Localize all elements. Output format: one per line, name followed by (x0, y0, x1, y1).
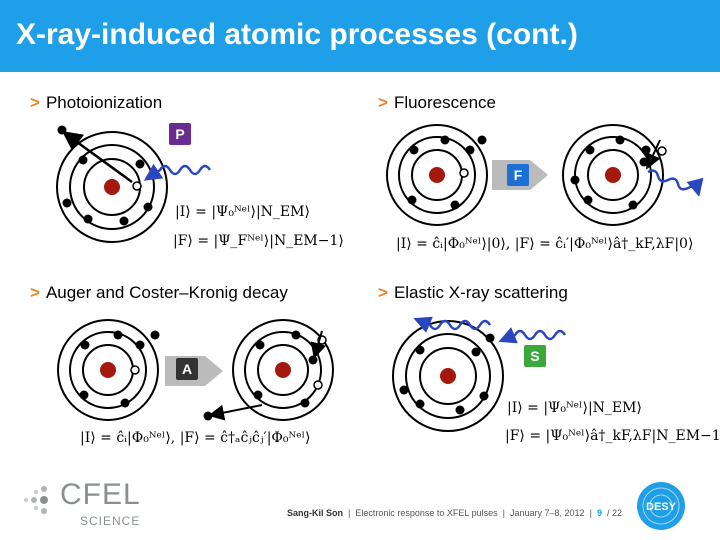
atom-auger-final (203, 319, 334, 421)
atom-fluorescence-final (562, 124, 704, 226)
cfel-logo-text: CFEL (60, 478, 141, 511)
bullet-marker: > (378, 93, 388, 112)
title-bar: X-ray-induced atomic processes (cont.) (0, 0, 720, 72)
eq-auger: |I⟩ = ĉᵢ|Φ₀ᴺᵉˡ⟩, |F⟩ = ĉ†ₐĉⱼĉⱼ′|Φ₀ᴺᵉˡ⟩ (80, 430, 311, 446)
footer-sep: | (502, 508, 505, 518)
cfel-science-text: SCIENCE (80, 514, 141, 528)
heading-elastic-label: Elastic X-ray scattering (393, 283, 568, 302)
atom-photoionization (56, 125, 212, 243)
heading-elastic: > Elastic X-ray scattering (378, 283, 568, 303)
vacancy-hole (132, 181, 142, 191)
heading-fluorescence-label: Fluorescence (393, 93, 496, 112)
badge-fluorescence: F (507, 164, 529, 186)
heading-fluorescence: > Fluorescence (378, 93, 496, 113)
eq-elastic-initial: |I⟩ = |Ψ₀ᴺᵉˡ⟩|N_EM⟩ (507, 400, 642, 416)
eq-fluorescence: |I⟩ = ĉᵢ|Φ₀ᴺᵉˡ⟩|0⟩, |F⟩ = ĉᵢ′|Φ₀ᴺᵉˡ⟩â†_k… (396, 236, 694, 252)
footer-date: January 7–8, 2012 (510, 508, 585, 518)
ejected-electron-arrow (61, 131, 133, 184)
desy-logo-text: DESY (646, 501, 677, 513)
footer-talk: Electronic response to XFEL pulses (355, 508, 498, 518)
footer-page: 9 (596, 508, 602, 518)
footer-sep: | (348, 508, 351, 518)
badge-elastic: S (524, 345, 546, 367)
atom-fluorescence-initial (386, 124, 488, 226)
badge-auger: A (176, 358, 198, 380)
incoming-photon-wave (498, 327, 567, 344)
atom-elastic (392, 316, 567, 432)
heading-auger-label: Auger and Coster–Kronig decay (45, 283, 288, 302)
footer-author: Sang-Kil Son (287, 508, 343, 518)
nucleus (104, 179, 120, 195)
heading-photoionization-label: Photoionization (45, 93, 163, 112)
eq-photoionization-initial: |I⟩ = |Ψ₀ᴺᵉˡ⟩|N_EM⟩ (175, 204, 310, 220)
footer: Sang-Kil Son | Electronic response to XF… (287, 508, 622, 518)
desy-logo-icon: DESY (637, 482, 685, 530)
bullet-marker: > (30, 93, 40, 112)
page-title: X-ray-induced atomic processes (cont.) (16, 18, 578, 51)
badge-photoionization: P (169, 123, 191, 145)
eq-elastic-final: |F⟩ = |Ψ₀ᴺᵉˡ⟩â†_kF,λF|N_EM−1⟩ (505, 428, 720, 444)
scattered-photon-wave (413, 316, 492, 333)
incoming-photon-wave (143, 163, 212, 181)
desy-logo: DESY (635, 480, 687, 532)
heading-auger: > Auger and Coster–Kronig decay (30, 283, 288, 303)
atom-auger-initial (57, 319, 160, 421)
cfel-burst-icon (24, 486, 48, 514)
emitted-photon-wave (647, 169, 704, 197)
cfel-logo: CFEL SCIENCE (22, 478, 142, 534)
heading-photoionization: > Photoionization (30, 93, 162, 113)
footer-sep: | (589, 508, 592, 518)
bullet-marker: > (30, 283, 40, 302)
bullet-marker: > (378, 283, 388, 302)
eq-photoionization-final: |F⟩ = |Ψ_Fᴺᵉˡ⟩|N_EM−1⟩ (173, 233, 344, 249)
footer-total: / 22 (606, 508, 622, 518)
